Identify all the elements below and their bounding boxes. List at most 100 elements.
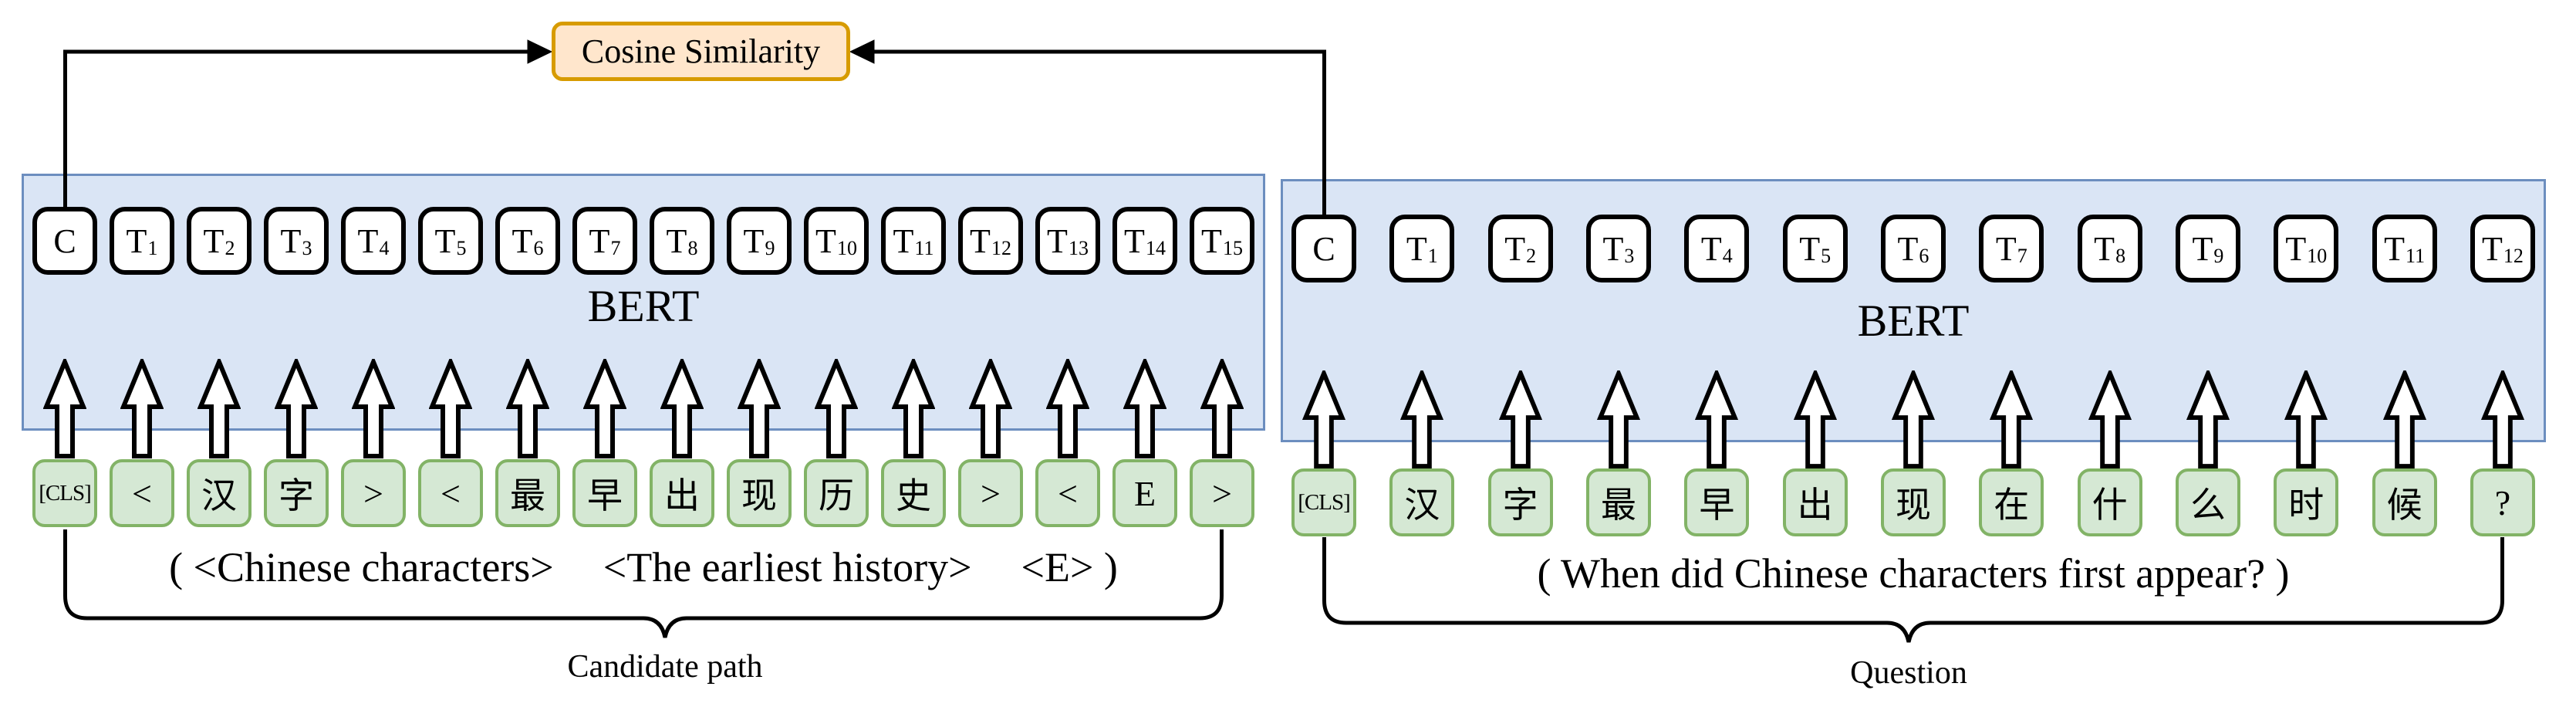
up-arrow-icon	[2480, 370, 2524, 469]
right-bert-label: BERT	[1857, 296, 1970, 346]
up-arrow-icon	[43, 359, 86, 458]
up-arrow-icon	[1123, 359, 1166, 458]
up-arrow-icon	[2088, 370, 2132, 469]
up-arrow-icon	[1302, 370, 1345, 469]
input-token: 最	[1585, 468, 1651, 536]
up-arrow-icon	[1596, 370, 1640, 469]
input-token: 么	[2175, 468, 2240, 536]
input-token: 时	[2274, 468, 2339, 536]
input-token: 汉	[187, 459, 252, 527]
candidate-path-label: Candidate path	[567, 649, 763, 685]
cosine-similarity-box: Cosine Similarity	[552, 22, 850, 81]
up-arrow-icon	[2186, 370, 2230, 469]
input-token: 在	[1979, 468, 2044, 536]
up-arrow-icon	[2382, 370, 2426, 469]
up-arrow-icon	[1891, 370, 1935, 469]
up-arrow-icon	[969, 359, 1012, 458]
caption-segment: ( <Chinese characters>	[169, 544, 554, 590]
input-token: 字	[264, 459, 329, 527]
right-connector-arrowhead-icon	[849, 39, 875, 64]
up-arrow-icon	[120, 359, 164, 458]
input-token: >	[1190, 459, 1254, 527]
caption-segment: <E> )	[1021, 544, 1118, 590]
up-arrow-icon	[352, 359, 395, 458]
question-caption: ( When did Chinese characters first appe…	[1537, 550, 2290, 597]
up-arrow-icon	[815, 359, 858, 458]
left-input-arrow-row	[22, 359, 1265, 459]
input-token: <	[110, 459, 174, 527]
output-token: C	[32, 207, 97, 275]
input-token: 现	[727, 459, 792, 527]
up-arrow-icon	[1498, 370, 1542, 469]
left-connector-arrowhead-icon	[527, 39, 553, 64]
input-token: ?	[2470, 468, 2535, 536]
input-token: [CLS]	[1291, 468, 1356, 536]
input-token: E	[1112, 459, 1177, 527]
input-token: 字	[1487, 468, 1553, 536]
input-token: <	[418, 459, 483, 527]
input-token: 出	[650, 459, 714, 527]
input-token: >	[341, 459, 406, 527]
up-arrow-icon	[1990, 370, 2034, 469]
input-token: 早	[1684, 468, 1750, 536]
up-arrow-icon	[429, 359, 472, 458]
up-arrow-icon	[506, 359, 549, 458]
right-input-arrow-row	[1281, 370, 2546, 469]
input-token: 现	[1880, 468, 1946, 536]
up-arrow-icon	[275, 359, 318, 458]
input-token: 最	[495, 459, 560, 527]
input-token: 出	[1782, 468, 1848, 536]
candidate-path-caption: ( <Chinese characters> <The earliest his…	[22, 543, 1265, 591]
input-token: 汉	[1389, 468, 1455, 536]
cosine-similarity-label: Cosine Similarity	[581, 32, 821, 70]
up-arrow-icon	[1400, 370, 1444, 469]
right-input-token-row: [CLS] 汉字最早出现在什么时候?	[1281, 468, 2546, 536]
input-token: [CLS]	[32, 459, 97, 527]
up-arrow-icon	[198, 359, 241, 458]
input-token: <	[1035, 459, 1100, 527]
up-arrow-icon	[583, 359, 626, 458]
input-token: 什	[2077, 468, 2142, 536]
input-token: 史	[881, 459, 946, 527]
up-arrow-icon	[1793, 370, 1837, 469]
up-arrow-icon	[738, 359, 781, 458]
up-arrow-icon	[1695, 370, 1739, 469]
up-arrow-icon	[1200, 359, 1244, 458]
caption-segment: <The earliest history>	[603, 544, 972, 590]
left-bert-label: BERT	[587, 281, 700, 331]
up-arrow-icon	[2284, 370, 2328, 469]
output-token: C	[1291, 215, 1356, 282]
input-token: >	[958, 459, 1023, 527]
up-arrow-icon	[892, 359, 935, 458]
input-token: 历	[804, 459, 869, 527]
input-token: 候	[2372, 468, 2437, 536]
